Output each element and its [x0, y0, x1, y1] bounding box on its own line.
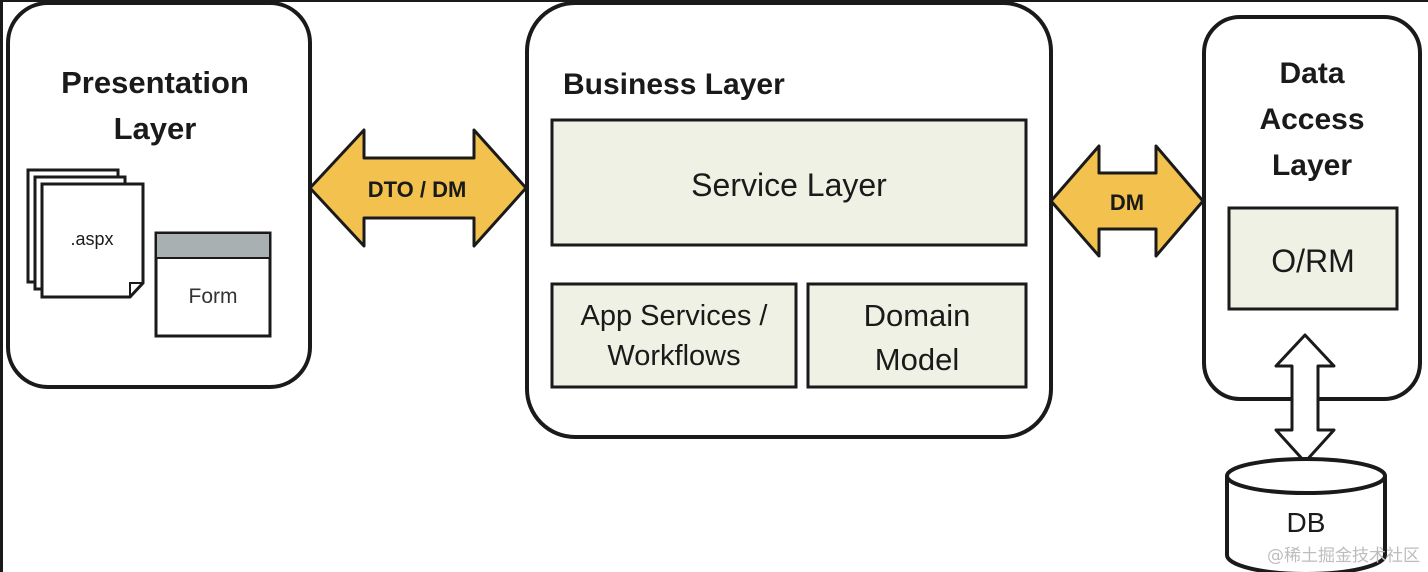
db-label: DB [1286, 507, 1326, 538]
watermark: @稀土掘金技术社区 [1267, 546, 1420, 566]
orm-box [1227, 206, 1399, 311]
data-access-title-line1: Data [1279, 57, 1345, 90]
form-label: Form [188, 285, 238, 308]
form-title-bar [157, 234, 269, 258]
left-border [0, 0, 3, 572]
page-corner-fold [129, 282, 143, 297]
aspx-page-icon [40, 182, 145, 299]
dto-dm-arrow-label: DTO / DM [367, 177, 467, 202]
app-services-label-line2: Workflows [607, 340, 741, 372]
aspx-label: .aspx [70, 229, 114, 249]
domain-model-label-line1: Domain [863, 298, 971, 333]
app-services-label-line1: App Services / [580, 300, 768, 332]
domain-model-box [806, 282, 1028, 389]
orm-label: O/RM [1271, 243, 1355, 279]
dm-arrow-label: DM [1109, 190, 1145, 215]
service-layer-label: Service Layer [691, 167, 887, 203]
database-cylinder-top [1225, 457, 1387, 495]
database-cylinder-icon [1225, 476, 1387, 572]
service-layer-box [550, 118, 1028, 247]
domain-model-label-line2: Model [874, 342, 960, 377]
business-layer-title: Business Layer [563, 68, 785, 101]
data-access-title-line3: Layer [1271, 149, 1353, 182]
data-access-title-line2: Access [1259, 103, 1365, 136]
presentation-layer-title: Presentation Layer [61, 65, 249, 146]
app-services-box [550, 282, 798, 389]
